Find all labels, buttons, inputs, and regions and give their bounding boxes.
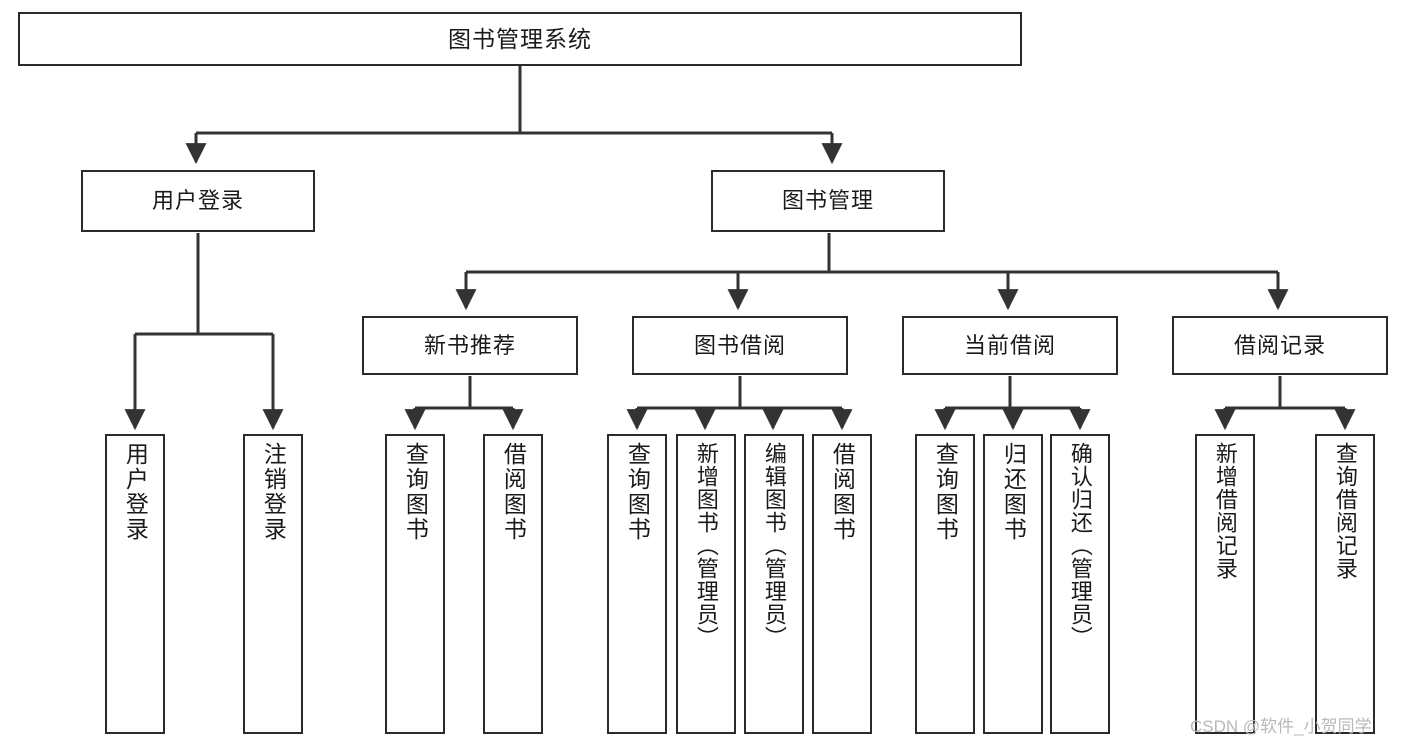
leaf-current-borrow-query[interactable]: 查询图书 [915, 434, 975, 734]
leaf-label: 归还图书 [1000, 442, 1027, 542]
leaf-book-borrow-edit[interactable]: 编辑图书（管理员） [744, 434, 804, 734]
leaf-book-borrow-query[interactable]: 查询图书 [607, 434, 667, 734]
node-label: 新书推荐 [423, 332, 516, 358]
leaf-label: 查询借阅记录 [1332, 442, 1358, 580]
leaf-label: 查询图书 [932, 442, 959, 542]
node-label: 图书管理系统 [448, 25, 592, 52]
leaf-label: 注销登录 [260, 442, 287, 542]
leaf-label: 新增图书（管理员） [693, 442, 719, 649]
node-label: 借阅记录 [1233, 332, 1326, 358]
leaf-borrow-record-add[interactable]: 新增借阅记录 [1195, 434, 1255, 734]
node-label: 图书管理 [781, 188, 874, 214]
leaf-label: 借阅图书 [500, 442, 527, 542]
leaf-new-book-borrow[interactable]: 借阅图书 [483, 434, 543, 734]
node-book-management[interactable]: 图书管理 [711, 170, 945, 232]
leaf-new-book-query[interactable]: 查询图书 [385, 434, 445, 734]
node-user-login[interactable]: 用户登录 [81, 170, 315, 232]
leaf-label: 编辑图书（管理员） [761, 442, 787, 649]
leaf-user-login-logout[interactable]: 注销登录 [243, 434, 303, 734]
leaf-label: 确认归还（管理员） [1067, 442, 1093, 649]
node-current-borrow[interactable]: 当前借阅 [902, 316, 1118, 375]
leaf-label: 新增借阅记录 [1212, 442, 1238, 580]
leaf-label: 查询图书 [402, 442, 429, 542]
node-label: 用户登录 [151, 188, 244, 214]
node-label: 图书借阅 [693, 332, 786, 358]
leaf-user-login-login[interactable]: 用户登录 [105, 434, 165, 734]
node-new-book-recommend[interactable]: 新书推荐 [362, 316, 578, 375]
leaf-label: 用户登录 [122, 442, 149, 542]
node-root-system[interactable]: 图书管理系统 [18, 12, 1022, 66]
leaf-current-borrow-confirm-return[interactable]: 确认归还（管理员） [1050, 434, 1110, 734]
node-book-borrow[interactable]: 图书借阅 [632, 316, 848, 375]
leaf-book-borrow-add[interactable]: 新增图书（管理员） [676, 434, 736, 734]
leaf-book-borrow-borrow[interactable]: 借阅图书 [812, 434, 872, 734]
leaf-current-borrow-return[interactable]: 归还图书 [983, 434, 1043, 734]
node-label: 当前借阅 [963, 332, 1056, 358]
leaf-borrow-record-query[interactable]: 查询借阅记录 [1315, 434, 1375, 734]
leaf-label: 查询图书 [624, 442, 651, 542]
node-borrow-record[interactable]: 借阅记录 [1172, 316, 1388, 375]
leaf-label: 借阅图书 [829, 442, 856, 542]
